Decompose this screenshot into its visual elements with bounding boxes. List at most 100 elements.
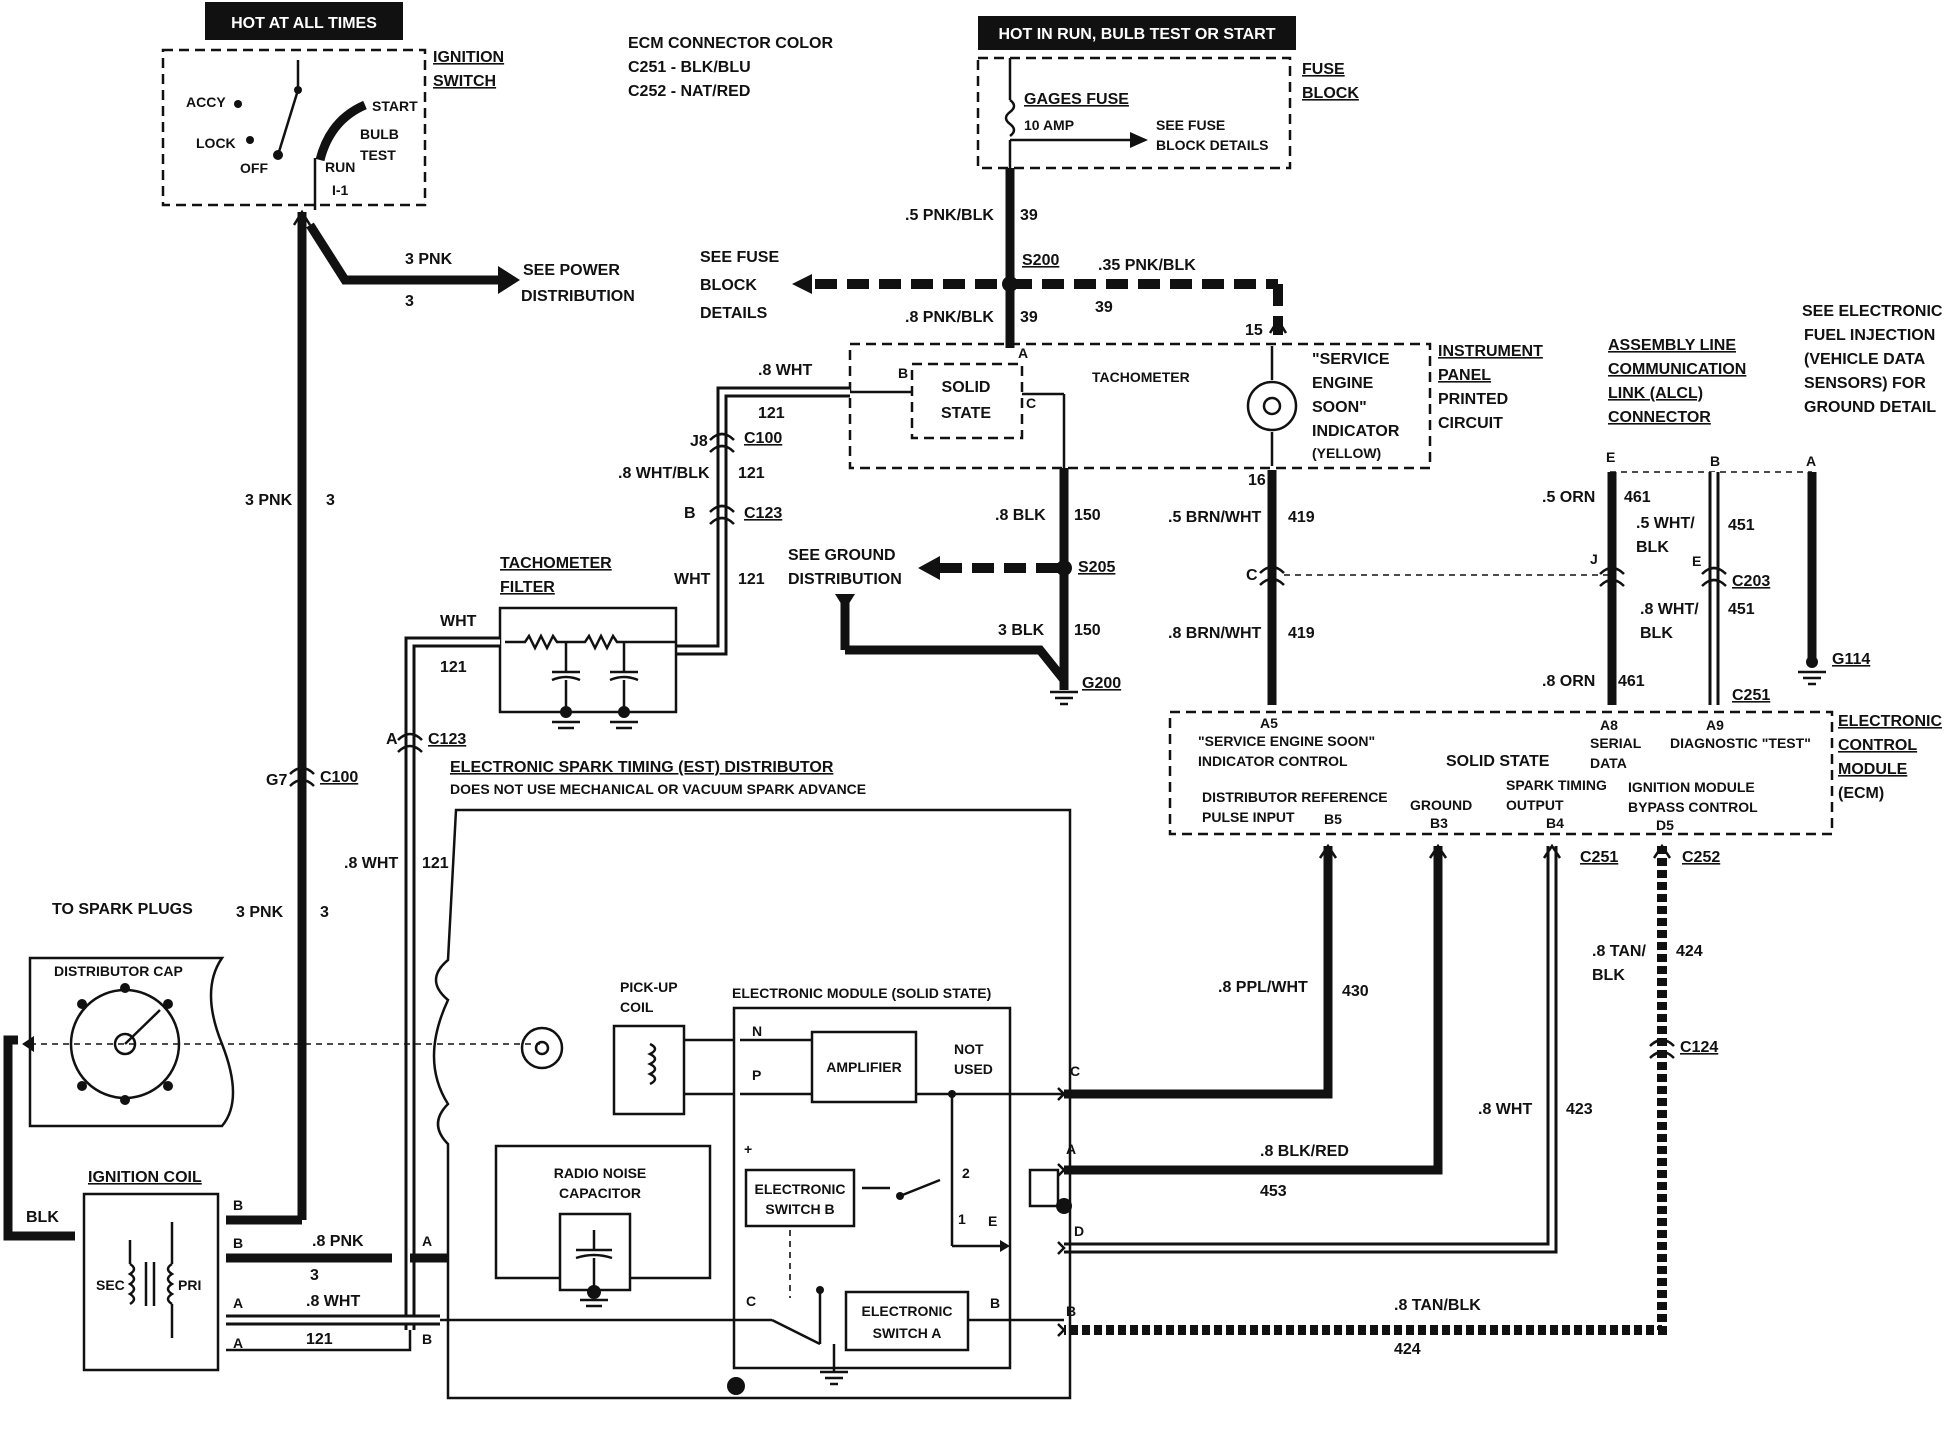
svg-text:ELECTRONIC MODULE (SOLID STATE: ELECTRONIC MODULE (SOLID STATE) xyxy=(732,985,991,1001)
svg-text:.8 PPL/WHT: .8 PPL/WHT xyxy=(1218,979,1308,996)
svg-text:2: 2 xyxy=(962,1165,970,1181)
svg-text:121: 121 xyxy=(738,571,765,588)
svg-text:16: 16 xyxy=(1248,472,1266,489)
wire-ses-brn-wht: 16 .5 BRN/WHT 419 C .8 BRN/WHT 419 xyxy=(1168,470,1610,705)
svg-text:39: 39 xyxy=(1020,207,1038,224)
instrument-panel: SOLID STATE B C TACHOMETER "SERVICE ENGI… xyxy=(848,342,1543,470)
svg-text:.5 WHT/: .5 WHT/ xyxy=(1636,515,1695,532)
svg-text:SWITCH B: SWITCH B xyxy=(765,1201,834,1217)
svg-text:150: 150 xyxy=(1074,622,1101,639)
svg-text:LINK (ALCL): LINK (ALCL) xyxy=(1608,385,1703,402)
svg-text:S200: S200 xyxy=(1022,252,1059,269)
svg-text:C: C xyxy=(1070,1063,1080,1079)
svg-text:BYPASS CONTROL: BYPASS CONTROL xyxy=(1628,799,1758,815)
svg-text:TO SPARK PLUGS: TO SPARK PLUGS xyxy=(52,901,193,918)
svg-text:BLK: BLK xyxy=(1640,625,1673,642)
svg-text:453: 453 xyxy=(1260,1183,1287,1200)
ground-distribution: .8 BLK 150 S205 SEE GROUND DISTRIBUTION … xyxy=(788,468,1121,706)
banner-hot-at-all-times: HOT AT ALL TIMES xyxy=(205,2,403,40)
svg-text:3: 3 xyxy=(310,1267,319,1284)
svg-text:BLOCK DETAILS: BLOCK DETAILS xyxy=(1156,137,1269,153)
svg-text:(ECM): (ECM) xyxy=(1838,785,1884,802)
svg-text:C123: C123 xyxy=(744,505,782,522)
svg-text:TEST: TEST xyxy=(360,147,396,163)
svg-text:C123: C123 xyxy=(428,731,466,748)
svg-text:FUEL INJECTION: FUEL INJECTION xyxy=(1804,327,1935,344)
svg-text:3: 3 xyxy=(320,904,329,921)
svg-text:INDICATOR: INDICATOR xyxy=(1312,423,1400,440)
svg-text:INDICATOR CONTROL: INDICATOR CONTROL xyxy=(1198,753,1348,769)
svg-text:SOLID STATE: SOLID STATE xyxy=(1446,753,1550,770)
efi-ground-note: SEE ELECTRONIC FUEL INJECTION (VEHICLE D… xyxy=(1802,303,1943,416)
svg-text:C203: C203 xyxy=(1732,573,1770,590)
wire-pnk-blk-from-fuse: .5 PNK/BLK 39 S200 .8 PNK/BLK 39 A xyxy=(905,168,1059,361)
svg-text:ECM CONNECTOR COLOR: ECM CONNECTOR COLOR xyxy=(628,35,833,52)
svg-text:NOT: NOT xyxy=(954,1041,984,1057)
svg-text:HOT IN RUN, BULB TEST OR START: HOT IN RUN, BULB TEST OR START xyxy=(998,26,1275,43)
svg-text:RUN: RUN xyxy=(325,159,355,175)
svg-text:WHT: WHT xyxy=(440,613,477,630)
svg-text:SERIAL: SERIAL xyxy=(1590,735,1642,751)
est-distributor: ELECTRONIC SPARK TIMING (EST) DISTRIBUTO… xyxy=(432,759,1072,1400)
svg-text:B: B xyxy=(1710,453,1720,469)
svg-text:MODULE: MODULE xyxy=(1838,761,1908,778)
svg-text:SWITCH: SWITCH xyxy=(433,73,496,90)
svg-text:J: J xyxy=(1590,551,1598,567)
svg-text:TACHOMETER: TACHOMETER xyxy=(500,555,612,572)
svg-text:WHT: WHT xyxy=(674,571,711,588)
svg-text:CONNECTOR: CONNECTOR xyxy=(1608,409,1711,426)
svg-text:B4: B4 xyxy=(1546,815,1564,831)
svg-text:PRI: PRI xyxy=(178,1277,201,1293)
svg-text:(VEHICLE DATA: (VEHICLE DATA xyxy=(1804,351,1926,368)
ignition-switch: IGNITION SWITCH ACCY LOCK OFF START BULB… xyxy=(161,48,504,210)
svg-text:SWITCH A: SWITCH A xyxy=(873,1325,942,1341)
svg-text:A5: A5 xyxy=(1260,715,1278,731)
svg-text:N: N xyxy=(752,1023,762,1039)
svg-text:.8 TAN/: .8 TAN/ xyxy=(1592,943,1646,960)
svg-text:SEE FUSE: SEE FUSE xyxy=(700,249,779,266)
svg-text:I-1: I-1 xyxy=(332,182,349,198)
svg-text:423: 423 xyxy=(1566,1101,1593,1118)
svg-text:ELECTRONIC: ELECTRONIC xyxy=(862,1303,953,1319)
svg-text:.8 WHT: .8 WHT xyxy=(1478,1101,1532,1118)
svg-text:SEE ELECTRONIC: SEE ELECTRONIC xyxy=(1802,303,1943,320)
svg-text:451: 451 xyxy=(1728,517,1755,534)
svg-text:B5: B5 xyxy=(1324,811,1342,827)
svg-text:"SERVICE: "SERVICE xyxy=(1312,351,1390,368)
svg-text:461: 461 xyxy=(1624,489,1651,506)
svg-text:COMMUNICATION: COMMUNICATION xyxy=(1608,361,1746,378)
svg-text:A: A xyxy=(386,731,398,748)
svg-text:C251: C251 xyxy=(1732,687,1770,704)
svg-text:PICK-UP: PICK-UP xyxy=(620,979,678,995)
svg-text:START: START xyxy=(372,98,418,114)
svg-text:1: 1 xyxy=(958,1211,966,1227)
svg-text:SEE POWER: SEE POWER xyxy=(523,262,620,279)
svg-text:.5 BRN/WHT: .5 BRN/WHT xyxy=(1168,509,1262,526)
svg-text:C: C xyxy=(1026,395,1036,411)
svg-text:451: 451 xyxy=(1728,601,1755,618)
svg-text:430: 430 xyxy=(1342,983,1369,1000)
svg-text:ASSEMBLY LINE: ASSEMBLY LINE xyxy=(1608,337,1736,354)
svg-text:DIAGNOSTIC "TEST": DIAGNOSTIC "TEST" xyxy=(1670,735,1811,751)
wire-35-pnk-blk: .35 PNK/BLK 39 15 xyxy=(1010,257,1288,339)
svg-text:SPARK TIMING: SPARK TIMING xyxy=(1506,777,1607,793)
svg-text:A8: A8 xyxy=(1600,717,1618,733)
svg-text:121: 121 xyxy=(758,405,785,422)
svg-text:CIRCUIT: CIRCUIT xyxy=(1438,415,1503,432)
svg-text:121: 121 xyxy=(738,465,765,482)
svg-text:DISTRIBUTION: DISTRIBUTION xyxy=(521,288,635,305)
svg-text:P: P xyxy=(752,1067,761,1083)
fuse-block: FUSE BLOCK GAGES FUSE 10 AMP SEE FUSE BL… xyxy=(976,56,1359,170)
svg-text:USED: USED xyxy=(954,1061,993,1077)
svg-text:A9: A9 xyxy=(1706,717,1724,733)
svg-text:CONTROL: CONTROL xyxy=(1838,737,1917,754)
svg-text:ENGINE: ENGINE xyxy=(1312,375,1374,392)
svg-text:121: 121 xyxy=(422,855,449,872)
svg-text:C: C xyxy=(1246,567,1258,584)
ecm-module: ELECTRONIC CONTROL MODULE (ECM) A5 A8 A9… xyxy=(1168,710,1942,836)
svg-text:ELECTRONIC: ELECTRONIC xyxy=(755,1181,846,1197)
svg-text:SEE GROUND: SEE GROUND xyxy=(788,547,896,564)
svg-text:SEC: SEC xyxy=(96,1277,125,1293)
svg-text:BLOCK: BLOCK xyxy=(1302,85,1359,102)
svg-text:FUSE: FUSE xyxy=(1302,61,1345,78)
